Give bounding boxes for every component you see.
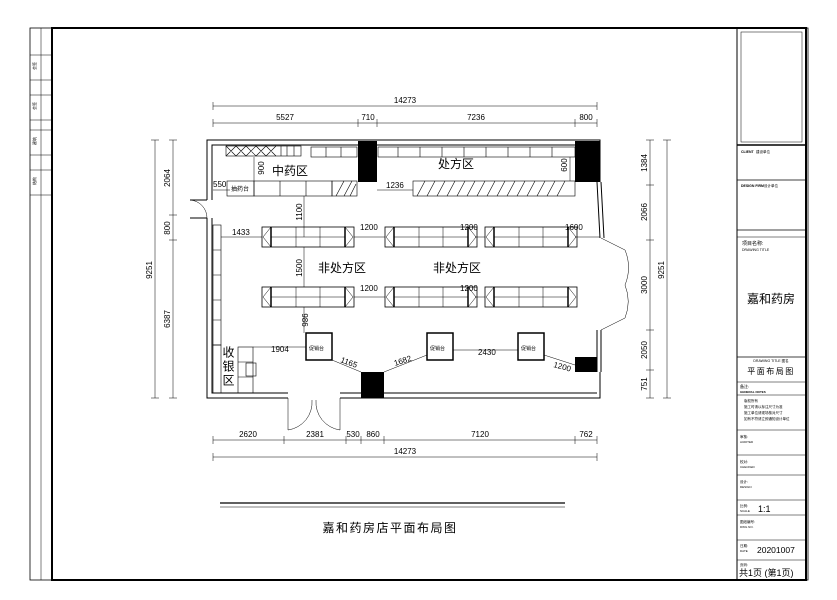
side-label: 会签: [31, 62, 37, 70]
scale-label: 比例:: [740, 503, 748, 508]
audited-en: AUDITED: [740, 440, 754, 444]
dim-text: 710: [361, 113, 375, 122]
dim-text: 1165: [339, 355, 359, 370]
note: 版权所有: [744, 398, 758, 403]
inner-frame: [51, 27, 807, 581]
page-label: 页码:: [740, 562, 748, 567]
audited-label: 审核:: [740, 434, 748, 439]
zone-label-prescription: 处方区: [438, 156, 474, 171]
date-label: 日期:: [740, 543, 748, 548]
design-firm-value: 设计单位: [764, 183, 778, 188]
dim-text: 860: [366, 430, 380, 439]
checked-label: 校对:: [740, 459, 748, 464]
dim-text: 762: [579, 430, 593, 439]
dim-text: 1433: [232, 228, 250, 237]
date-value: 20201007: [757, 545, 795, 555]
dim-text: 1384: [640, 154, 649, 172]
side-label: 会签: [31, 102, 37, 110]
side-label: 结构: [31, 177, 37, 185]
dim-text: 751: [640, 377, 649, 391]
date-en: DATE: [740, 549, 748, 553]
shelf-unit: [484, 286, 578, 308]
dim-text: 7236: [467, 113, 485, 122]
dim-text: 800: [579, 113, 593, 122]
client-label: CLIENT: [741, 150, 755, 154]
zone-label-otc: 非处方区: [318, 260, 366, 275]
side-strip: [30, 54, 52, 196]
dim-text: 2050: [640, 341, 649, 359]
promo-table-label: 促销台: [521, 345, 536, 352]
dim-text: 2430: [478, 348, 496, 357]
walls: [189, 139, 629, 431]
dim-text: 986: [300, 313, 309, 327]
dim-text: 9251: [145, 261, 154, 279]
project-label: 项目名称:: [742, 240, 763, 247]
dwg-label: 图纸编号:: [740, 519, 755, 524]
dim-text: 1200: [460, 284, 478, 293]
dim-text: 3000: [640, 276, 649, 294]
scale-en: SCALE: [740, 509, 750, 513]
dim-text: 600: [560, 158, 569, 172]
dim-text: 9251: [657, 261, 666, 279]
dim-text: 900: [257, 161, 266, 175]
checked-en: CHECKED: [740, 465, 756, 469]
promo-table-label: 促销台: [309, 345, 324, 352]
shelf-unit: [261, 226, 355, 248]
shelf-unit: [484, 226, 578, 248]
dim-text: 1200: [552, 360, 572, 373]
page-value: 共1页 (第1页): [739, 567, 794, 578]
zone-label-chinese-medicine: 中药区: [272, 163, 308, 178]
drawing-title: 嘉和药房店平面布局图: [322, 520, 457, 535]
columns: [358, 141, 600, 398]
dimension-lines: [151, 102, 671, 461]
scale-value: 1:1: [758, 504, 771, 514]
dim-text: 1100: [295, 203, 304, 221]
remarks-label: 备注:: [740, 383, 749, 389]
dim-text: 2381: [306, 430, 324, 439]
drawing-title-label: DRAWING TITLE 图名: [753, 358, 788, 363]
dim-text: 2620: [239, 430, 257, 439]
dim-text: 1200: [360, 223, 378, 232]
dim-text: 1500: [295, 259, 304, 277]
design-en: DESIGN: [740, 485, 752, 489]
dim-text: 1200: [360, 284, 378, 293]
dim-text: 2064: [163, 169, 172, 187]
fixtures: [212, 145, 576, 394]
dim-text: 2066: [640, 203, 649, 221]
dim-text: 1600: [565, 223, 583, 232]
drawing-name: 平面布局图: [747, 366, 795, 376]
project-label-en: DRAWING TITLE: [742, 248, 770, 252]
dim-text: 1682: [393, 354, 413, 368]
title-block: [736, 27, 807, 581]
design-label: 设计:: [740, 479, 748, 484]
note: 如有不符请立即通知设计单位: [744, 416, 790, 421]
dim-text: 5527: [276, 113, 294, 122]
dim-text: 14273: [394, 96, 417, 105]
dim-text: 7120: [471, 430, 489, 439]
note: 施工单位请现场核对尺寸: [744, 410, 783, 415]
dispensing-table-label: 抽药台: [231, 185, 249, 193]
zone-label-otc: 非处方区: [433, 260, 481, 275]
shelf-units: [261, 226, 578, 308]
dim-text: 1904: [271, 345, 289, 354]
promo-table-label: 促销台: [430, 345, 445, 352]
shelf-unit: [261, 286, 355, 308]
remarks-en: GENERAL NOTES: [740, 390, 766, 394]
dim-text: 6387: [163, 310, 172, 328]
dim-text: 530: [346, 430, 360, 439]
dim-text: 550: [213, 180, 227, 189]
dim-text: 1236: [386, 181, 404, 190]
dim-text: 1200: [460, 223, 478, 232]
zone-label-cashier: 收银区: [221, 346, 235, 388]
side-label: 建筑: [31, 137, 37, 145]
dim-text: 800: [163, 221, 172, 235]
design-firm-label: DESIGN FIRM: [741, 184, 764, 188]
project-name: 嘉和药房: [747, 291, 795, 306]
dwg-en: DWG NO.: [740, 525, 754, 529]
client-value: 建设单位: [756, 149, 770, 154]
note: 施工时请以标注尺寸为准: [744, 404, 783, 409]
dim-text: 14273: [394, 447, 417, 456]
